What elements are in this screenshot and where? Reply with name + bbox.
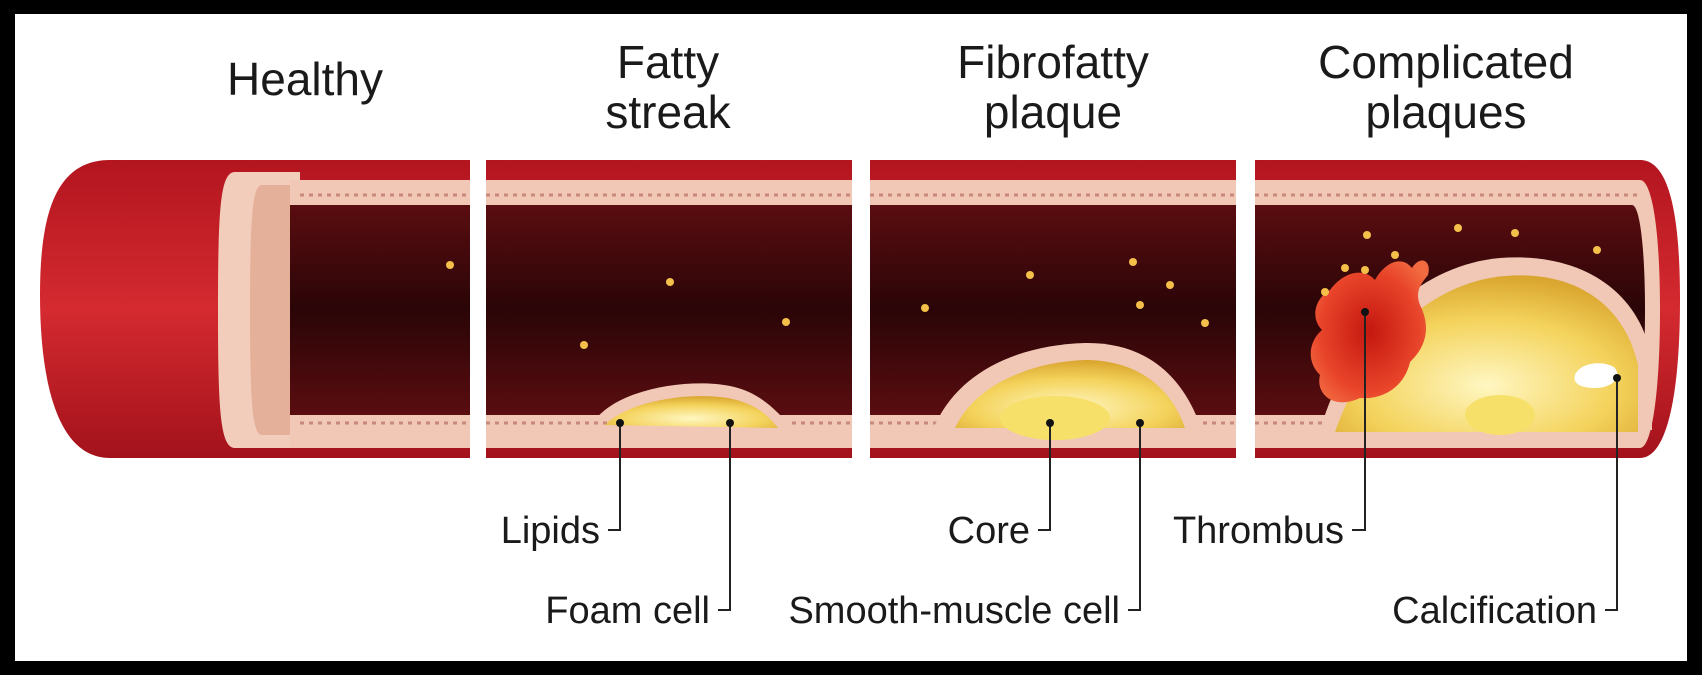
- stage-title-complicated-2: plaques: [1365, 86, 1526, 138]
- segment-fatty-streak: [486, 160, 852, 458]
- label-calcification: Calcification: [1392, 590, 1597, 632]
- label-lipids: Lipids: [501, 510, 600, 552]
- label-thrombus: Thrombus: [1173, 510, 1344, 552]
- label-core: Core: [948, 510, 1030, 552]
- segment-fibrofatty-plaque: [870, 160, 1236, 458]
- stage-title-fatty-1: Fatty: [617, 36, 719, 88]
- stage-title-fibro-2: plaque: [984, 86, 1122, 138]
- label-foam-cell: Foam cell: [545, 590, 710, 632]
- label-smooth-muscle-cell: Smooth-muscle cell: [788, 590, 1120, 632]
- stage-title-healthy: Healthy: [227, 53, 383, 105]
- segment-healthy: [40, 160, 470, 458]
- stage-title-fatty-2: streak: [605, 86, 731, 138]
- stage-title-complicated-1: Complicated: [1318, 36, 1574, 88]
- stage-title-fibro-1: Fibrofatty: [957, 36, 1149, 88]
